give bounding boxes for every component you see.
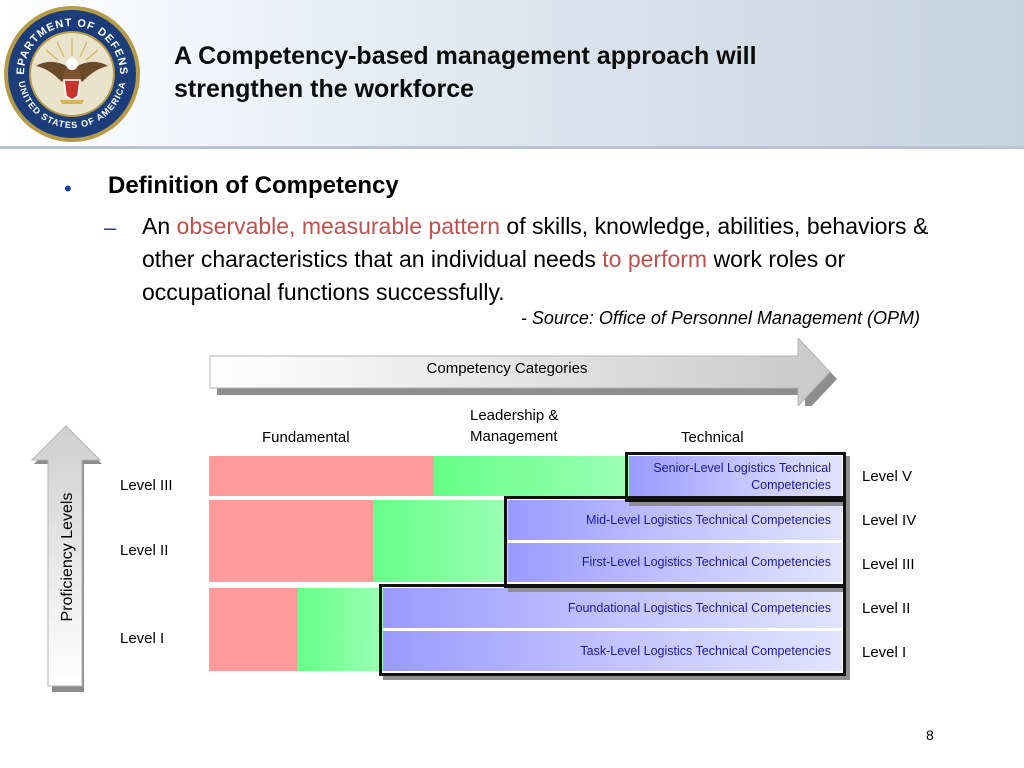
header-divider	[0, 146, 1024, 149]
fundamental-level-iii-block	[209, 456, 434, 496]
definition-text: work roles or occupational functions suc…	[142, 246, 846, 305]
proficiency-label: Proficiency Levels	[59, 492, 76, 622]
right-level-iii: Level III	[862, 556, 915, 573]
fundamental-level-ii-block	[209, 500, 373, 582]
left-level-i: Level I	[120, 630, 165, 647]
source-citation: - Source: Office of Personnel Management…	[520, 308, 920, 328]
proficiency-arrow	[30, 425, 102, 692]
categories-arrow	[209, 338, 837, 406]
technical-row-first: First-Level Logistics Technical Competen…	[508, 543, 842, 582]
leadership-level-i-block	[297, 588, 383, 671]
section-heading: Definition of Competency	[108, 172, 399, 199]
right-level-iv: Level IV	[862, 512, 917, 529]
definition-emphasis: observable, measurable pattern	[176, 213, 501, 239]
column-leadership: Leadership & Management	[470, 407, 559, 445]
definition-emphasis: to perform	[602, 246, 708, 272]
dod-seal-logo: DEPARTMENT OF DEFENSE UNITED STATES OF A…	[2, 4, 140, 142]
leadership-level-iii-block	[434, 456, 629, 496]
fundamental-level-i-block	[209, 588, 297, 671]
right-level-ii: Level II	[862, 600, 911, 617]
page-title: A Competency-based management approach w…	[174, 42, 757, 103]
leadership-level-ii-block	[373, 500, 508, 582]
competency-definition: An observable, measurable pattern of ski…	[142, 210, 942, 309]
technical-row-foundational: Foundational Logistics Technical Compete…	[383, 588, 842, 628]
sub-bullet-dash: –	[104, 215, 117, 240]
page-number: 8	[926, 727, 934, 743]
header-band	[0, 0, 1024, 146]
right-level-i: Level I	[862, 644, 907, 661]
definition-text: An	[142, 213, 177, 239]
categories-label: Competency Categories	[426, 360, 588, 377]
technical-row-task: Task-Level Logistics Technical Competenc…	[383, 631, 842, 671]
technical-row-mid: Mid-Level Logistics Technical Competenci…	[508, 500, 842, 540]
bullet-marker: •	[64, 176, 72, 201]
definition-text: of skills, knowledge, abilities, behavio…	[142, 213, 929, 272]
left-level-ii: Level II	[120, 542, 169, 559]
technical-row-senior: Senior-Level Logistics Technical Compete…	[629, 456, 842, 496]
column-technical: Technical	[681, 429, 744, 446]
left-level-iii: Level III	[120, 477, 173, 494]
column-fundamental: Fundamental	[262, 429, 350, 446]
right-level-v: Level V	[862, 468, 913, 485]
